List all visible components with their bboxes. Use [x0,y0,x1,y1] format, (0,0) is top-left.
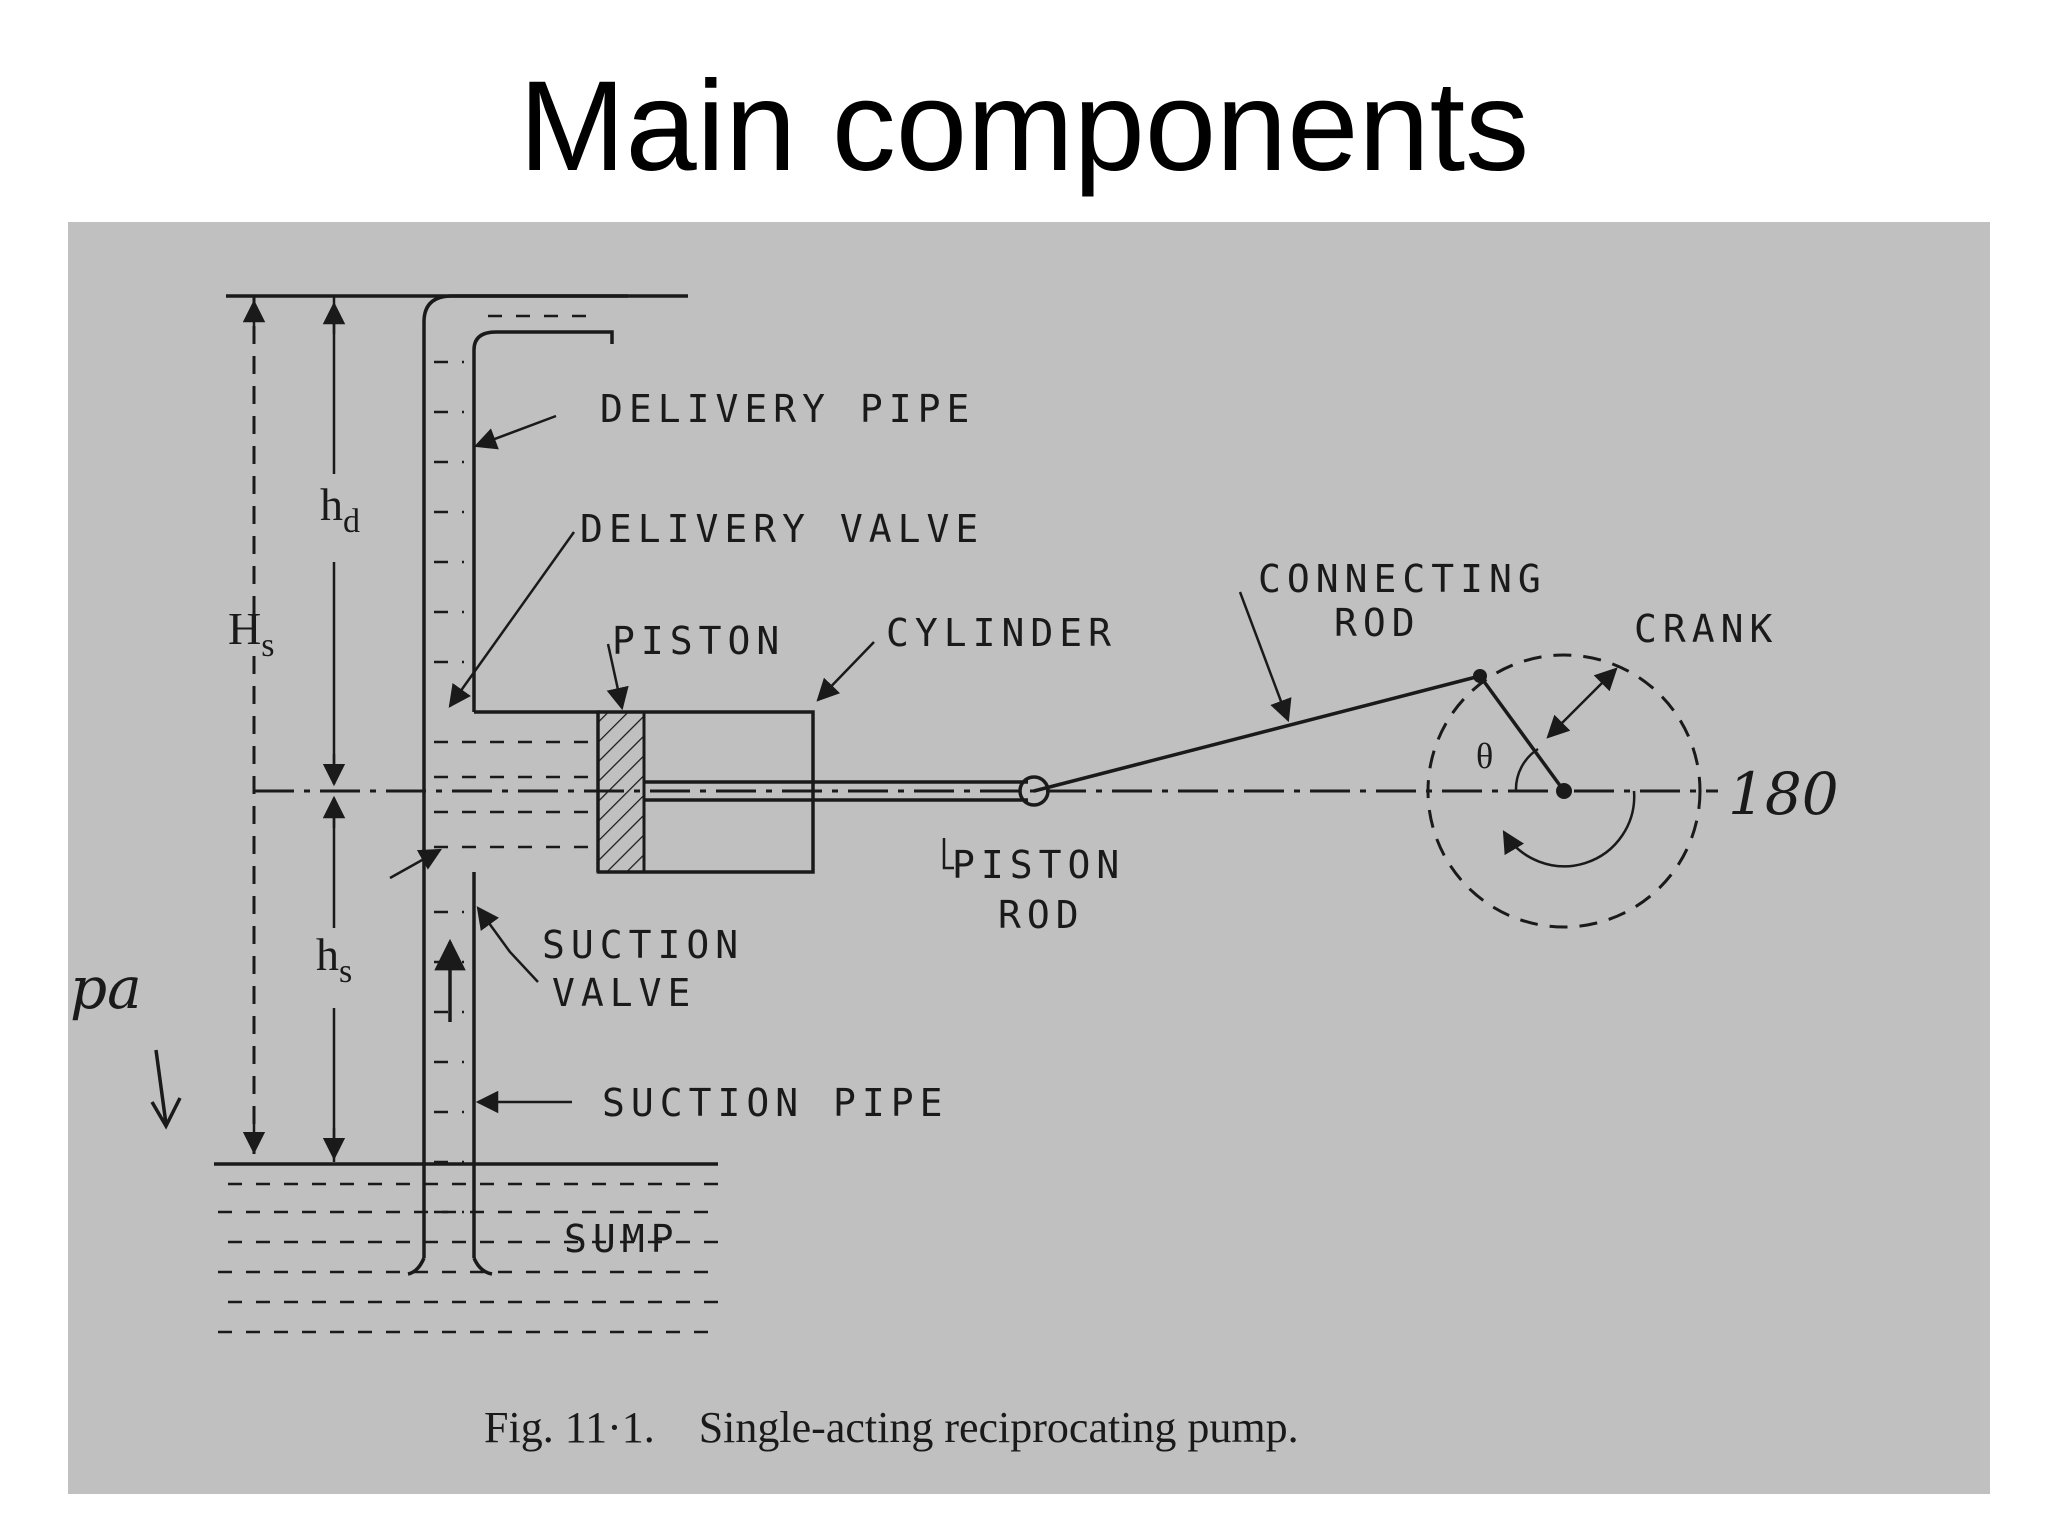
symbol-Hs: Hs [228,603,274,664]
figure-panel: DELIVERY PIPE DELIVERY VALVE PISTON CYLI… [68,222,1990,1494]
label-suction-pipe: SUCTION PIPE [602,1081,949,1125]
label-delivery-pipe: DELIVERY PIPE [600,387,975,431]
suction-pipe [407,872,493,1276]
leader-lines [389,414,1292,1114]
symbol-hs: hs [316,929,352,990]
label-suction-valve-line2: VALVE [552,971,696,1015]
label-crank: CRANK [1634,607,1778,651]
label-delivery-valve: DELIVERY VALVE [580,507,984,551]
label-connecting-rod-line2: ROD [1334,601,1421,645]
slide-title: Main components [518,55,1530,198]
label-piston: PISTON [612,619,785,663]
label-connecting-rod-line1: CONNECTING [1258,557,1547,601]
crank-mechanism [1033,653,1702,929]
handwritten-pa-arrow [150,1049,182,1130]
label-sump: SUMP [564,1217,680,1261]
label-cylinder: CYLINDER [886,611,1117,655]
figure-caption: Fig. 11·1. Single-acting reciprocating p… [484,1403,1299,1452]
label-suction-valve-line1: SUCTION [542,923,744,967]
symbol-hd: hd [320,479,360,540]
label-piston-rod-line1: PISTON [952,843,1125,887]
delivery-pipe [422,294,628,712]
symbol-theta: θ [1476,736,1493,776]
height-dimensions [242,296,346,1164]
handwritten-pa: pa [70,954,142,1022]
label-piston-rod-line2: ROD [998,893,1085,937]
handwritten-180: 180 [1728,760,1839,828]
pump-diagram: DELIVERY PIPE DELIVERY VALVE PISTON CYLI… [70,294,1839,1452]
sump [214,1162,718,1334]
